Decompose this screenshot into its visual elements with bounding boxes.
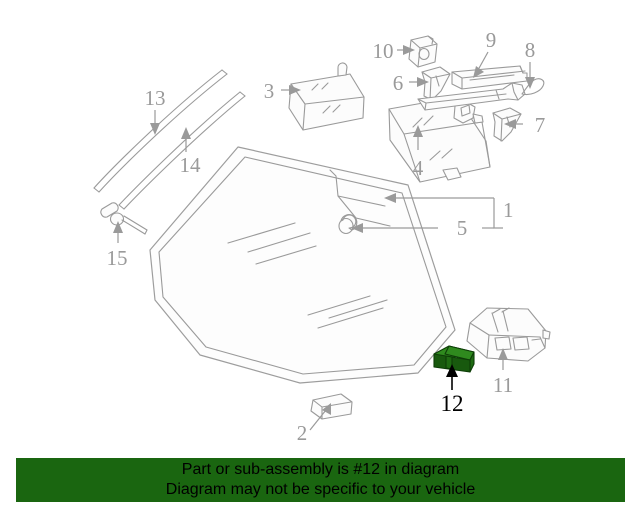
callout-label-3: 3: [264, 79, 275, 103]
leader-8: [525, 62, 535, 89]
callout-label-1: 1: [503, 198, 514, 222]
leader-3: [281, 85, 301, 95]
part-overhead-console: [466, 307, 551, 362]
leader-7: [504, 119, 523, 129]
leader-10: [397, 45, 415, 55]
leader-15: [113, 221, 123, 243]
leader-12: [446, 364, 458, 390]
part-upper-molding-inner: [118, 91, 246, 210]
part-sun-visor-support-rod: [417, 78, 545, 111]
part-upper-molding-outer: [93, 69, 228, 193]
callout-label-6: 6: [393, 71, 404, 95]
part-rear-view-mirror-plain: [288, 62, 365, 131]
leader-6: [409, 77, 429, 87]
leader-9: [473, 51, 489, 78]
leader-14: [181, 127, 191, 152]
part-rain-sensor-module-highlighted: [433, 345, 475, 373]
part-lower-trim-wedge: [310, 393, 353, 420]
callout-label-10: 10: [373, 39, 394, 63]
notice-line-secondary: Diagram may not be specific to your vehi…: [165, 481, 476, 498]
callout-label-14: 14: [180, 153, 202, 177]
callout-label-2: 2: [297, 421, 308, 445]
notice-line-primary: Part or sub-assembly is #12 in diagram: [181, 461, 460, 478]
callout-label-11: 11: [493, 373, 513, 397]
callout-label-12: 12: [441, 391, 464, 416]
leader-11: [498, 348, 508, 370]
callout-label-15: 15: [107, 246, 128, 270]
leader-13: [150, 110, 160, 135]
part-rear-view-mirror-assembly: [388, 96, 491, 183]
callout-label-7: 7: [535, 113, 546, 137]
callout-label-4: 4: [413, 156, 424, 180]
callout-label-13: 13: [145, 86, 166, 110]
leader-2: [309, 403, 331, 431]
part-visor-retainer-bracket: [408, 35, 438, 68]
callout-label-9: 9: [486, 28, 497, 52]
callout-label-5: 5: [457, 216, 468, 240]
part-windshield-glass: [149, 146, 456, 384]
leader-5: [351, 223, 494, 233]
part-molding-clip-fastener: [100, 202, 148, 235]
part-visor-clip-cover-left: [421, 66, 451, 101]
leader-4: [413, 125, 423, 150]
callout-label-8: 8: [525, 38, 536, 62]
notice-banner: Part or sub-assembly is #12 in diagram D…: [16, 458, 625, 502]
